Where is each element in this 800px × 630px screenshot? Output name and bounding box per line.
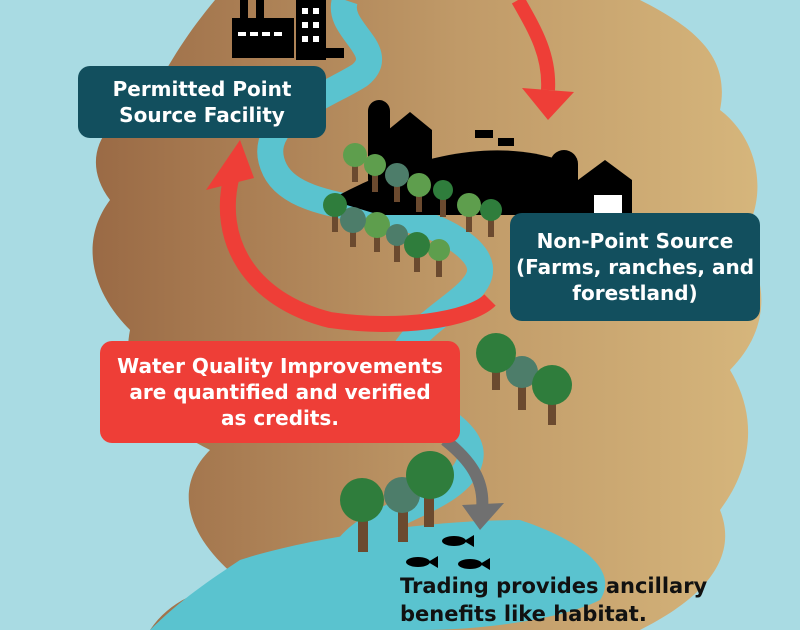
improvements-label: Water Quality Improvements are quantifie… — [100, 341, 460, 443]
caption-line-1: Trading provides ancillary — [400, 574, 708, 598]
non-point-line-1: Non-Point Source — [536, 229, 734, 253]
barn-door-icon — [594, 195, 622, 213]
habitat-caption: Trading provides ancillary benefits like… — [400, 572, 707, 629]
non-point-line-3: forestland) — [572, 281, 698, 305]
river-lower — [150, 520, 606, 630]
point-source-label: Permitted Point Source Facility — [78, 66, 326, 138]
gray-arrow — [441, 435, 489, 511]
red-arrow-return — [219, 172, 496, 332]
improvements-line-2: are quantified and verified — [129, 380, 431, 404]
tree-icons — [323, 143, 572, 552]
point-source-line-1: Permitted Point — [112, 77, 292, 101]
point-source-line-2: Source Facility — [119, 103, 285, 127]
improvements-line-3: as credits. — [221, 406, 339, 430]
red-arrowhead-up — [206, 140, 254, 190]
caption-line-2: benefits like habitat. — [400, 602, 647, 627]
gray-arrowhead — [462, 503, 504, 530]
red-arrow-down — [511, 0, 556, 91]
improvements-line-1: Water Quality Improvements — [117, 354, 443, 378]
non-point-line-2: (Farms, ranches, and — [515, 255, 755, 279]
red-arrowhead-down — [522, 88, 574, 120]
fish-icons — [406, 535, 490, 570]
factory-icon — [232, 0, 344, 60]
non-point-source-label: Non-Point Source (Farms, ranches, and fo… — [510, 213, 760, 321]
